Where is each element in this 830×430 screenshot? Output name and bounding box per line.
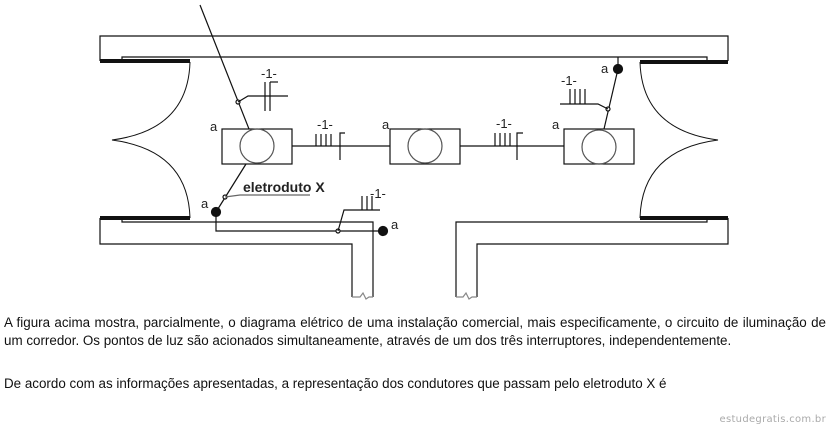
conductor-label: -1- bbox=[496, 116, 512, 131]
conductor-label: -1- bbox=[261, 66, 277, 81]
point-label: a bbox=[601, 61, 609, 76]
top-wall bbox=[99, 35, 729, 64]
point-label: a bbox=[210, 119, 218, 134]
switch-2 bbox=[377, 225, 389, 237]
light-point-3 bbox=[563, 128, 635, 165]
conductor-label: -1- bbox=[561, 73, 577, 88]
bottom-left-wall bbox=[99, 216, 374, 300]
bottom-right-wall bbox=[455, 216, 729, 300]
switch-1 bbox=[210, 206, 222, 218]
switch-3 bbox=[612, 63, 624, 75]
wire-marks-4 bbox=[560, 89, 611, 112]
question-paragraph-2: De acordo com as informações apresentada… bbox=[4, 376, 667, 391]
wire-marks-1 bbox=[235, 81, 288, 111]
eletroduto-x-marker bbox=[222, 194, 310, 200]
light-point-2 bbox=[389, 128, 461, 165]
watermark: estudegratis.com.br bbox=[719, 414, 826, 425]
wire-marks-2 bbox=[315, 132, 345, 160]
electrical-diagram: -1- -1- -1- -1- -1- a a a a a a eletrodu… bbox=[99, 4, 729, 300]
question-paragraph-1: A figura acima mostra, parcialmente, o d… bbox=[4, 315, 826, 348]
point-label: a bbox=[552, 117, 560, 132]
wire-marks-5 bbox=[335, 196, 380, 234]
left-door-arc bbox=[111, 61, 191, 219]
light-point-1 bbox=[221, 128, 293, 165]
conduit-label: eletroduto X bbox=[243, 179, 325, 195]
point-label: a bbox=[391, 217, 399, 232]
point-label: a bbox=[201, 196, 209, 211]
conductor-label: -1- bbox=[370, 186, 386, 201]
right-door-arc bbox=[639, 61, 719, 219]
conductor-label: -1- bbox=[317, 117, 333, 132]
wire-marks-3 bbox=[494, 132, 523, 160]
point-label: a bbox=[382, 117, 390, 132]
